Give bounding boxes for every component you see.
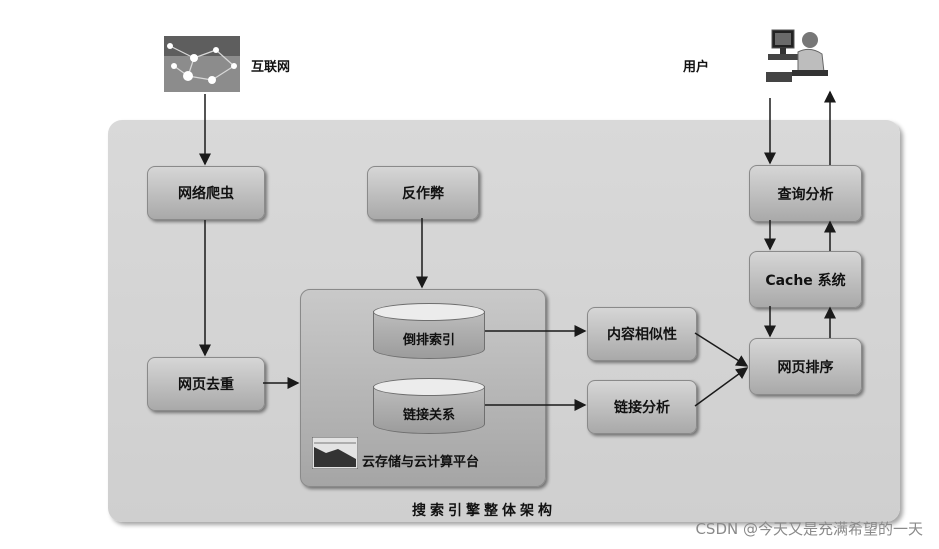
cylinder-top (373, 378, 485, 396)
page-ranking-node: 网页排序 (749, 338, 862, 395)
user-label: 用户 (683, 60, 710, 75)
link-relation-db: 链接关系 (373, 378, 485, 434)
inverted-index-db: 倒排索引 (373, 303, 485, 359)
link-analysis-node: 链接分析 (587, 380, 697, 434)
cylinder-top (373, 303, 485, 321)
content-similarity-node: 内容相似性 (587, 307, 697, 361)
cache-system-node: Cache 系统 (749, 251, 862, 308)
arrow-similarity-to-ranking (694, 332, 749, 367)
dedup-node: 网页去重 (147, 357, 265, 411)
link-relation-label: 链接关系 (402, 408, 455, 423)
network-globe-icon (164, 36, 240, 92)
user-computer-icon (764, 26, 830, 84)
diagram-caption: 搜索引擎整体架构 (412, 503, 556, 519)
query-analysis-node: 查询分析 (749, 165, 862, 222)
watermark: CSDN @今天又是充满希望的一天 (695, 520, 923, 538)
cloud-chart-icon (311, 436, 359, 470)
internet-label: 互联网 (251, 60, 291, 75)
arrow-analysis-to-ranking (694, 367, 749, 407)
crawler-node: 网络爬虫 (147, 166, 265, 220)
inverted-index-label: 倒排索引 (402, 333, 455, 348)
cloud-platform-label: 云存储与云计算平台 (362, 455, 480, 470)
anti-spam-node: 反作弊 (367, 166, 479, 220)
